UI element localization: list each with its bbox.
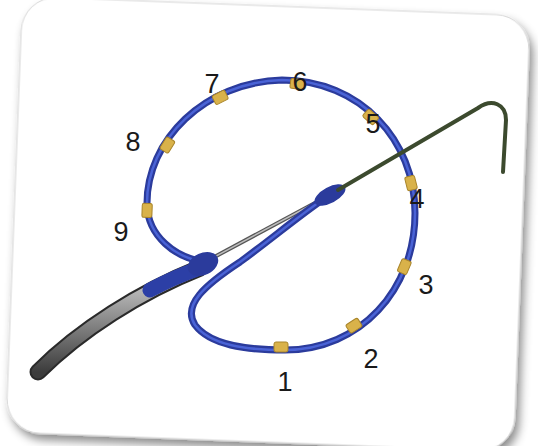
tip-bulb <box>311 180 349 210</box>
catheter-shaft <box>38 268 200 372</box>
loop-highlight <box>147 80 415 350</box>
shaft-outline <box>38 268 200 372</box>
electrode-number: 9 <box>113 219 128 246</box>
junction-sleeve <box>184 247 222 280</box>
electrode-number: 8 <box>125 129 140 156</box>
electrode-band <box>397 258 412 275</box>
electrode-band <box>274 342 288 352</box>
electrode-band <box>159 136 175 153</box>
electrode-band <box>345 318 362 334</box>
guidewire <box>338 103 506 190</box>
electrode-number: 2 <box>363 346 378 373</box>
card <box>6 0 530 446</box>
electrode-number: 6 <box>292 69 307 96</box>
electrode-number: 4 <box>409 186 424 213</box>
mapping-loop <box>147 80 415 350</box>
electrode-number: 7 <box>204 71 219 98</box>
electrode-number: 5 <box>365 111 380 138</box>
electrode-number: 3 <box>418 272 433 299</box>
electrode-band <box>142 203 152 217</box>
electrode-number: 1 <box>277 369 292 396</box>
